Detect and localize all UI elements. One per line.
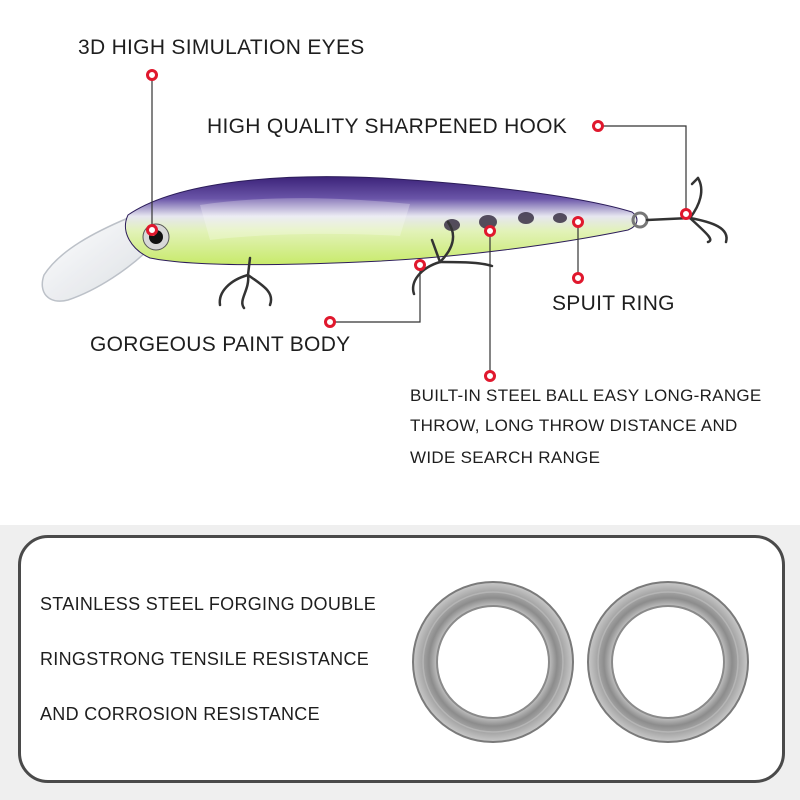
marker-ring — [572, 272, 584, 284]
callout-ring: SPUIT RING — [552, 292, 675, 315]
callout-ball-line-2: THROW, LONG THROW DISTANCE AND — [410, 416, 738, 435]
callout-markers — [146, 69, 692, 382]
leader-lines — [151, 75, 687, 376]
marker-hook-tip — [680, 208, 692, 220]
split-rings-photo — [412, 581, 749, 743]
tail-hook — [645, 176, 728, 244]
marker-eye-tip — [146, 224, 158, 236]
callout-hook: HIGH QUALITY SHARPENED HOOK — [207, 115, 568, 138]
callout-paint: GORGEOUS PAINT BODY — [90, 333, 351, 356]
marker-paint — [324, 316, 336, 328]
belly-hook-front — [218, 256, 273, 310]
feature-line-3: AND CORROSION RESISTANCE — [40, 704, 320, 724]
callout-ball-line-3: WIDE SEARCH RANGE — [410, 448, 601, 467]
marker-hook — [592, 120, 604, 132]
marker-paint-tip — [414, 259, 426, 271]
split-ring-left — [412, 581, 574, 743]
callout-ball-line-1: BUILT-IN STEEL BALL EASY LONG-RANGE — [410, 386, 762, 405]
feature-line-1: STAINLESS STEEL FORGING DOUBLE — [40, 594, 377, 614]
marker-eyes — [146, 69, 158, 81]
lure-body — [125, 176, 638, 266]
belly-hook-rear — [411, 220, 494, 296]
marker-ball — [484, 370, 496, 382]
callout-eyes: 3D HIGH SIMULATION EYES — [78, 36, 365, 59]
split-ring-right — [587, 581, 749, 743]
lure-spots — [444, 212, 567, 231]
marker-ball-tip — [484, 225, 496, 237]
lure-lip — [41, 217, 151, 302]
feature-line-2: RINGSTRONG TENSILE RESISTANCE — [40, 649, 370, 669]
marker-ring-tip — [572, 216, 584, 228]
